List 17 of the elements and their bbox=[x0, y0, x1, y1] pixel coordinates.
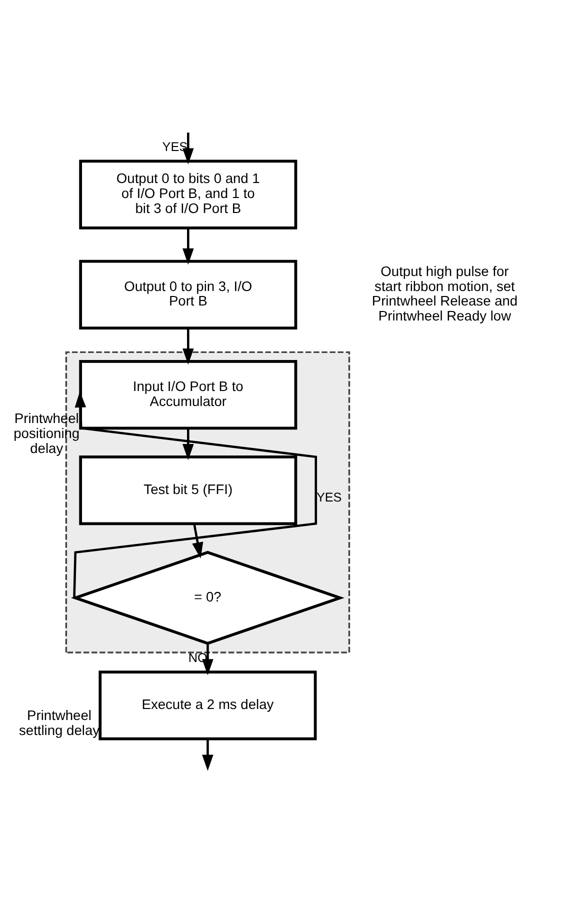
arrow bbox=[182, 228, 194, 264]
node-label: Printwheel positioning delay bbox=[14, 410, 80, 456]
arrow bbox=[182, 328, 194, 364]
node-box: Input I/O Port B to Accumulator bbox=[79, 359, 298, 430]
arrow bbox=[73, 390, 318, 598]
arrow bbox=[192, 523, 204, 558]
arrow bbox=[182, 428, 194, 460]
label: Output high pulse for start ribbon motion, set Printwheel Release and Printwheel Ready low bbox=[372, 263, 518, 324]
arrow bbox=[182, 132, 194, 164]
node-box: Test bit 5 (FFI) bbox=[79, 454, 298, 525]
arrow bbox=[202, 642, 214, 675]
edge-label: YES bbox=[316, 490, 342, 504]
node-diamond: = 0? bbox=[70, 550, 344, 644]
arrow bbox=[202, 738, 214, 770]
node-box: Execute a 2 ms delay bbox=[98, 670, 317, 740]
node-box: Output 0 to pin 3, I/O Port B bbox=[79, 259, 298, 329]
node-box: Output 0 to bits 0 and 1 of I/O Port B, and 1 to bit 3 of I/O Port B bbox=[79, 159, 298, 229]
